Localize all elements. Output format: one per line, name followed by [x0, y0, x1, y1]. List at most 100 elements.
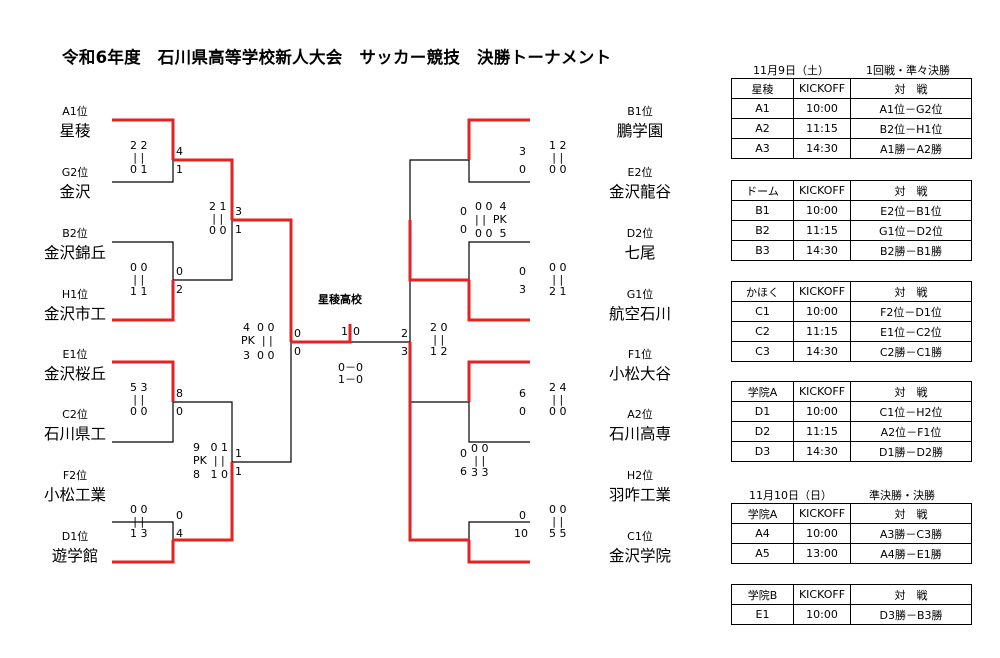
half-score: 0－0 1－0 — [338, 361, 363, 386]
venue-header: ドーム — [731, 180, 794, 201]
bracket-lines-black — [112, 159, 530, 540]
goal-score: 0 — [353, 325, 360, 338]
kickoff-time: 13:00 — [793, 543, 851, 564]
line-l2-upper — [112, 241, 174, 280]
seed-label: G1位 — [626, 288, 654, 301]
table-header-row: 星稜 KICKOFF 対 戦 — [731, 78, 972, 99]
win-l4 — [112, 540, 175, 564]
table-row: B2 11:15 G1位－D2位 — [731, 220, 972, 241]
kickoff-time: 10:00 — [793, 401, 851, 422]
kickoff-time: 14:30 — [793, 240, 851, 261]
table-row: C3 14:30 C2勝－C1勝 — [731, 341, 972, 362]
goal-score: 1 — [235, 223, 242, 236]
win-l3 — [112, 360, 175, 402]
match-id: C2 — [731, 321, 794, 342]
half-score: | | PK — [475, 213, 507, 226]
table-header-row: 学院B KICKOFF 対 戦 — [731, 584, 972, 605]
goal-score: 0 — [176, 265, 183, 278]
kickoff-time: 11:15 — [793, 118, 851, 139]
seed-label: D2位 — [626, 227, 654, 240]
kickoff-time: 10:00 — [793, 604, 851, 625]
table-header-row: 学院A KICKOFF 対 戦 — [731, 503, 972, 524]
line-r4-upper — [468, 521, 530, 540]
goal-score: 0 — [519, 405, 526, 418]
kickoff-time: 11:15 — [793, 220, 851, 241]
seed-label: C2位 — [62, 408, 88, 421]
half-score: 2 2 | | 0 1 — [130, 139, 148, 176]
win-r5 — [408, 220, 469, 282]
match-pair: E1位－C2位 — [850, 321, 972, 342]
kickoff-time: 14:30 — [793, 341, 851, 362]
kickoff-header: KICKOFF — [793, 584, 851, 605]
match-pair: A4勝－E1勝 — [850, 543, 972, 564]
schedule-block: 学院B KICKOFF 対 戦 E1 10:00 D3勝－B3勝 — [731, 584, 972, 625]
half-score: 0 0 | | 5 5 — [549, 503, 567, 540]
team-name: 金沢 — [59, 183, 91, 201]
win-l6 — [173, 462, 234, 542]
match-header: 対 戦 — [850, 180, 972, 201]
half-score: 5 3 | | 0 0 — [130, 381, 148, 418]
half-score: 2 1 | | 0 0 — [209, 200, 227, 237]
team-name: 金沢錦丘 — [43, 244, 106, 262]
table-row: D1 10:00 C1位－H2位 — [731, 401, 972, 422]
goal-score: 0 — [460, 447, 467, 460]
win-l2 — [112, 280, 175, 322]
bracket-lines-red — [112, 118, 530, 564]
half-score: 0 0 | | 1 3 — [130, 503, 148, 540]
team-name: 石川県工 — [43, 425, 106, 443]
half-score: 2 0 | | 1 2 — [430, 321, 448, 358]
schedule-round: 準決勝・決勝 — [869, 489, 935, 502]
half-score: PK | | — [193, 454, 225, 467]
schedule-table: かほく KICKOFF 対 戦 C1 10:00 F2位－D1位 C2 11:1… — [731, 281, 972, 362]
seed-label: B1位 — [627, 105, 653, 118]
goal-score: 1 — [235, 465, 242, 478]
goal-score: 4 — [176, 145, 183, 158]
half-score: 8 1 0 — [193, 468, 228, 481]
kickoff-time: 10:00 — [793, 200, 851, 221]
kickoff-time: 11:15 — [793, 421, 851, 442]
seed-label: G2位 — [61, 166, 89, 179]
goal-score: 0 — [176, 509, 183, 522]
page-title: 令和6年度 石川県高等学校新人大会 サッカー競技 決勝トーナメント — [62, 48, 612, 67]
goal-score: 0 — [294, 327, 301, 340]
half-score: 2 4 | | 0 0 — [549, 381, 567, 418]
goal-score: 4 — [176, 527, 183, 540]
goal-score: 1 — [235, 447, 242, 460]
goal-score: 3 — [519, 283, 526, 296]
venue-header: 学院B — [731, 584, 794, 605]
match-pair: A1位－G2位 — [850, 98, 972, 119]
goal-score: 0 — [519, 509, 526, 522]
match-id: C3 — [731, 341, 794, 362]
goal-score: 3 — [519, 145, 526, 158]
goal-score: 0 — [519, 163, 526, 176]
goal-score: 6 — [519, 387, 526, 400]
match-id: D3 — [731, 441, 794, 462]
seed-label: E2位 — [627, 166, 653, 179]
seed-label: F2位 — [62, 469, 88, 482]
line-r2-upper — [468, 241, 530, 280]
match-pair: A1勝－A2勝 — [850, 138, 972, 159]
seed-label: C1位 — [627, 530, 653, 543]
goal-score: 6 — [460, 465, 467, 478]
kickoff-time: 10:00 — [793, 301, 851, 322]
half-score: 0 0 5 — [475, 227, 507, 240]
schedule-table: ドーム KICKOFF 対 戦 B1 10:00 E2位－B1位 B2 11:1… — [731, 180, 972, 261]
match-header: 対 戦 — [850, 281, 972, 302]
kickoff-time: 10:00 — [793, 523, 851, 544]
match-id: A2 — [731, 118, 794, 139]
half-score: 3 0 0 — [243, 349, 275, 362]
table-header-row: ドーム KICKOFF 対 戦 — [731, 180, 972, 201]
kickoff-header: KICKOFF — [793, 281, 851, 302]
kickoff-header: KICKOFF — [793, 78, 851, 99]
team-name: 星稜 — [59, 122, 91, 140]
line-l1-lower — [112, 160, 174, 183]
schedule-round: 1回戦・準々決勝 — [866, 64, 950, 77]
half-score: 4 0 0 — [243, 321, 275, 334]
venue-header: かほく — [731, 281, 794, 302]
match-pair: A2位－F1位 — [850, 421, 972, 442]
schedule-block: 11月9日（土） 1回戦・準々決勝 星稜 KICKOFF 対 戦 A1 10:0… — [731, 60, 972, 159]
table-row: A4 10:00 A3勝－C3勝 — [731, 523, 972, 544]
match-pair: C2勝－C1勝 — [850, 341, 972, 362]
match-id: A1 — [731, 98, 794, 119]
schedule-table: 学院A KICKOFF 対 戦 A4 10:00 A3勝－C3勝 A5 13:0… — [731, 503, 972, 564]
